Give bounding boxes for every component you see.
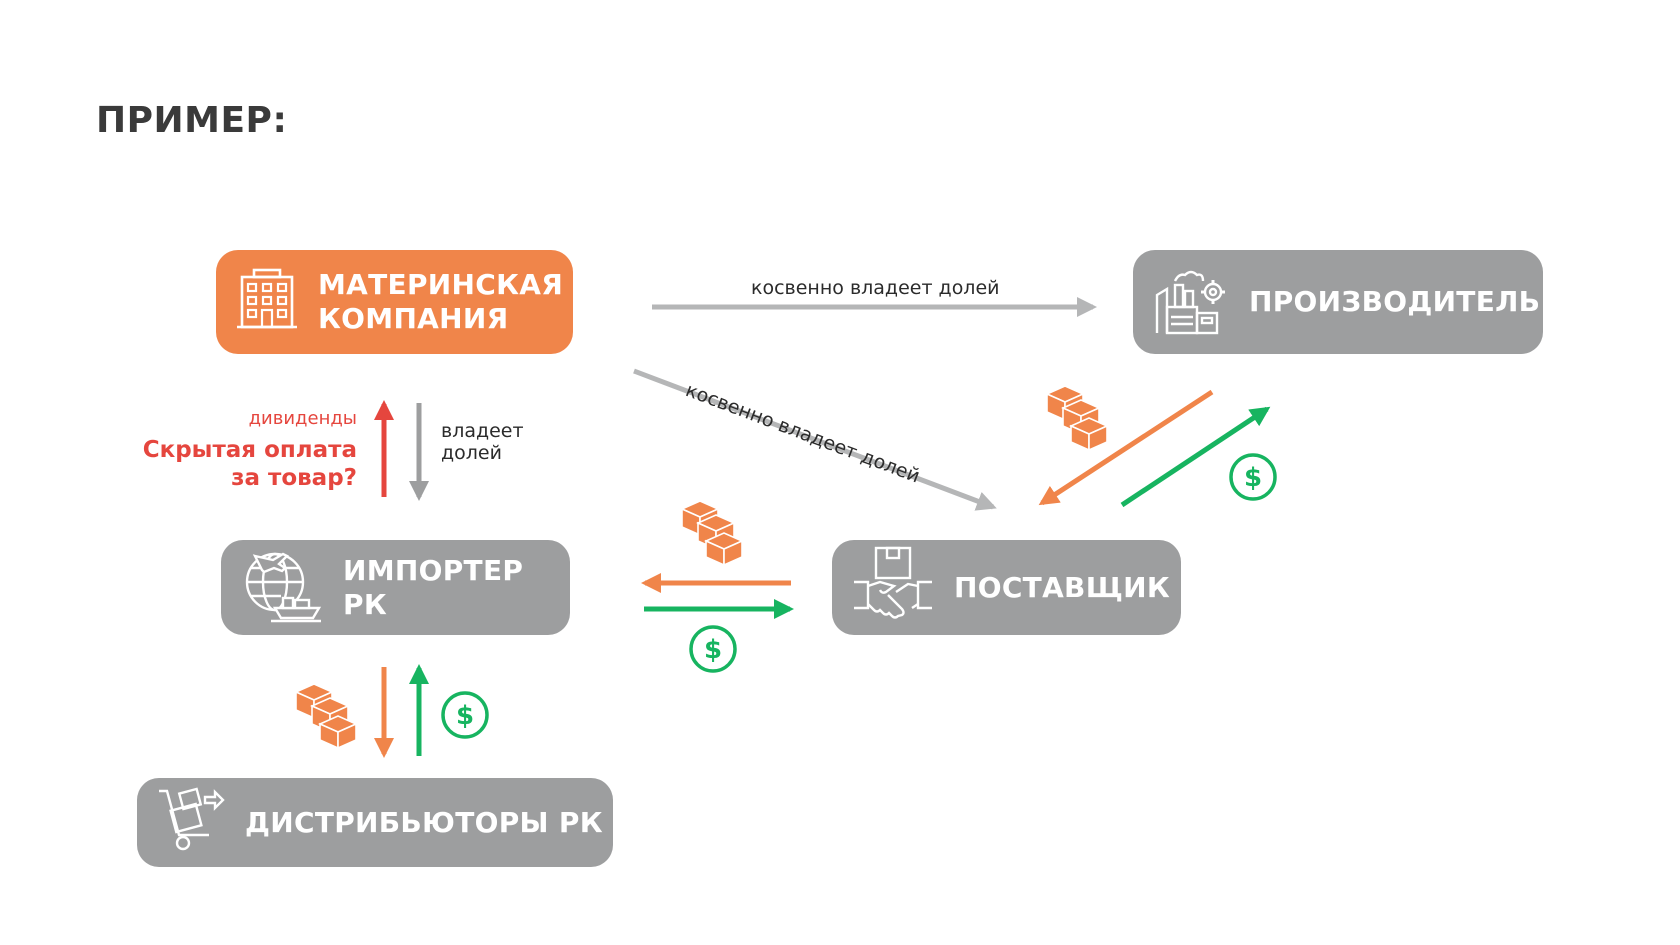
node-parent-label-line1: МАТЕРИНСКАЯ (318, 268, 564, 302)
label-dividends: дивиденды (248, 408, 357, 429)
node-importer-label: ИМПОРТЕР РК (343, 553, 524, 621)
dollar-circle-icon: $ (689, 625, 737, 673)
label-hidden-payment-line1: Скрытая оплата (142, 437, 357, 463)
node-importer: ИМПОРТЕР РК (221, 540, 570, 635)
label-hidden-payment-line2: за товар? (231, 464, 357, 491)
node-parent-company: МАТЕРИНСКАЯ КОМПАНИЯ (216, 250, 573, 354)
hand-truck-icon (157, 785, 225, 860)
boxes-icon (294, 683, 358, 750)
node-producer: ПРОИЗВОДИТЕЛЬ (1133, 250, 1543, 354)
node-parent-label: МАТЕРИНСКАЯ КОМПАНИЯ (318, 268, 563, 335)
dollar-circle-icon: $ (1229, 453, 1277, 501)
boxes-icon (680, 500, 744, 567)
svg-text:$: $ (704, 635, 722, 665)
globe-plane-ship-icon (241, 544, 323, 631)
node-supplier: ПОСТАВЩИК (832, 540, 1181, 635)
arrow-goods-producer-supplier (1038, 389, 1214, 506)
node-parent-label-line2: КОМПАНИЯ (318, 302, 509, 335)
dollar-circle-icon: $ (441, 691, 489, 739)
office-building-icon (236, 267, 298, 338)
label-owns-share: владеет долей (441, 420, 524, 465)
node-producer-label: ПРОИЗВОДИТЕЛЬ (1249, 285, 1541, 319)
handshake-box-icon (852, 544, 934, 631)
svg-text:$: $ (1244, 463, 1262, 493)
arrow-parent-supplier (633, 368, 997, 511)
node-distributors-label: ДИСТРИБЬЮТОРЫ РК (245, 805, 603, 839)
label-owns-share-line2: долей (441, 441, 502, 464)
arrow-money-supplier-producer (1120, 406, 1271, 508)
page-title: ПРИМЕР: (96, 100, 288, 141)
factory-gear-icon (1153, 261, 1229, 344)
boxes-icon (1045, 385, 1109, 452)
label-owns-share-line1: владеет (441, 420, 524, 442)
node-supplier-label: ПОСТАВЩИК (954, 570, 1171, 604)
svg-text:$: $ (456, 701, 474, 731)
label-hidden-payment: Скрытая оплата за товар? (143, 437, 357, 492)
label-parent-producer: косвенно владеет долей (751, 277, 1000, 299)
node-distributors: ДИСТРИБЬЮТОРЫ РК (137, 778, 613, 867)
